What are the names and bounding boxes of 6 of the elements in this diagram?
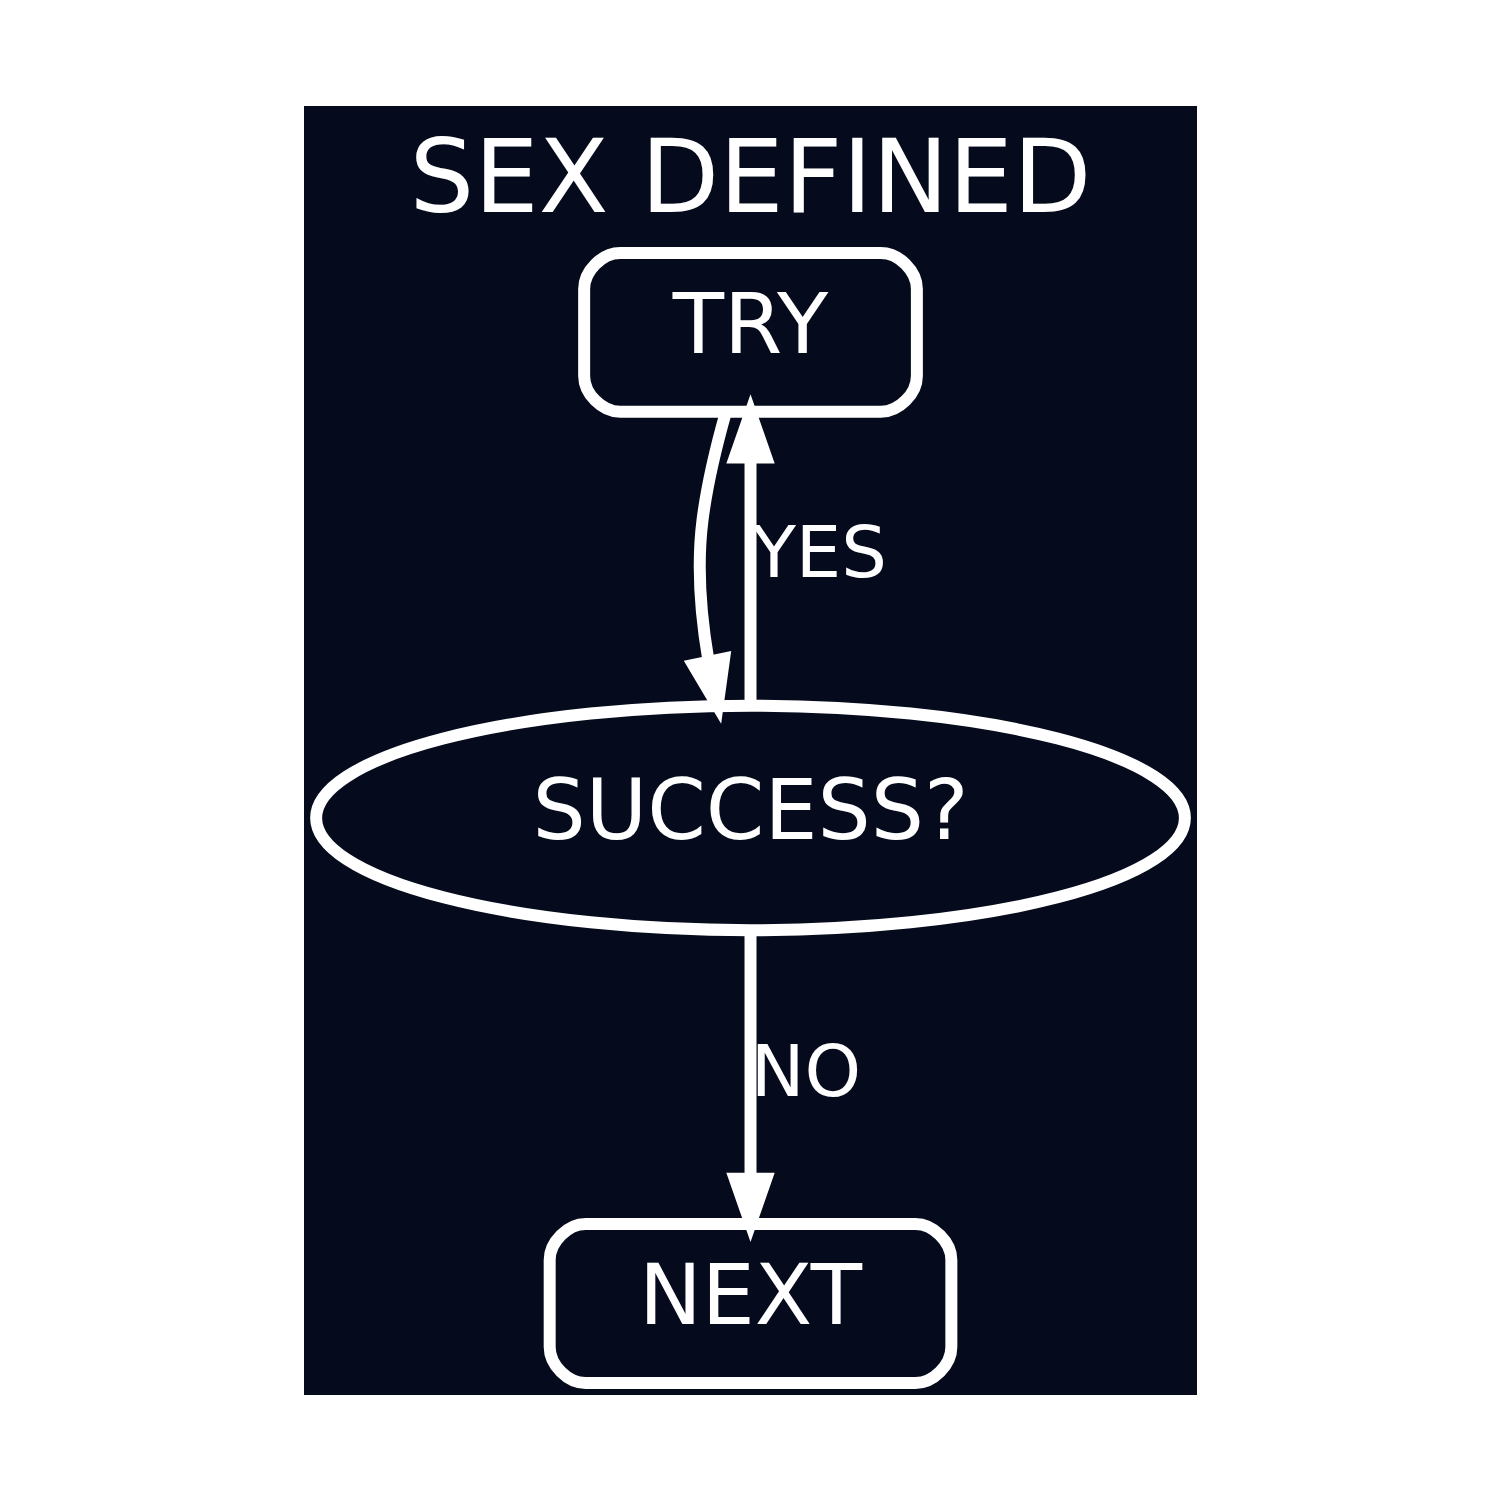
edge-label: NO xyxy=(750,1028,861,1113)
node-ellipse: SUCCESS? xyxy=(309,699,1191,936)
diagram-title: SEX DEFINED xyxy=(409,116,1091,236)
node-box: TRY xyxy=(577,246,923,418)
edge-label: YES xyxy=(751,509,887,594)
node-box: NEXT xyxy=(543,1217,957,1389)
